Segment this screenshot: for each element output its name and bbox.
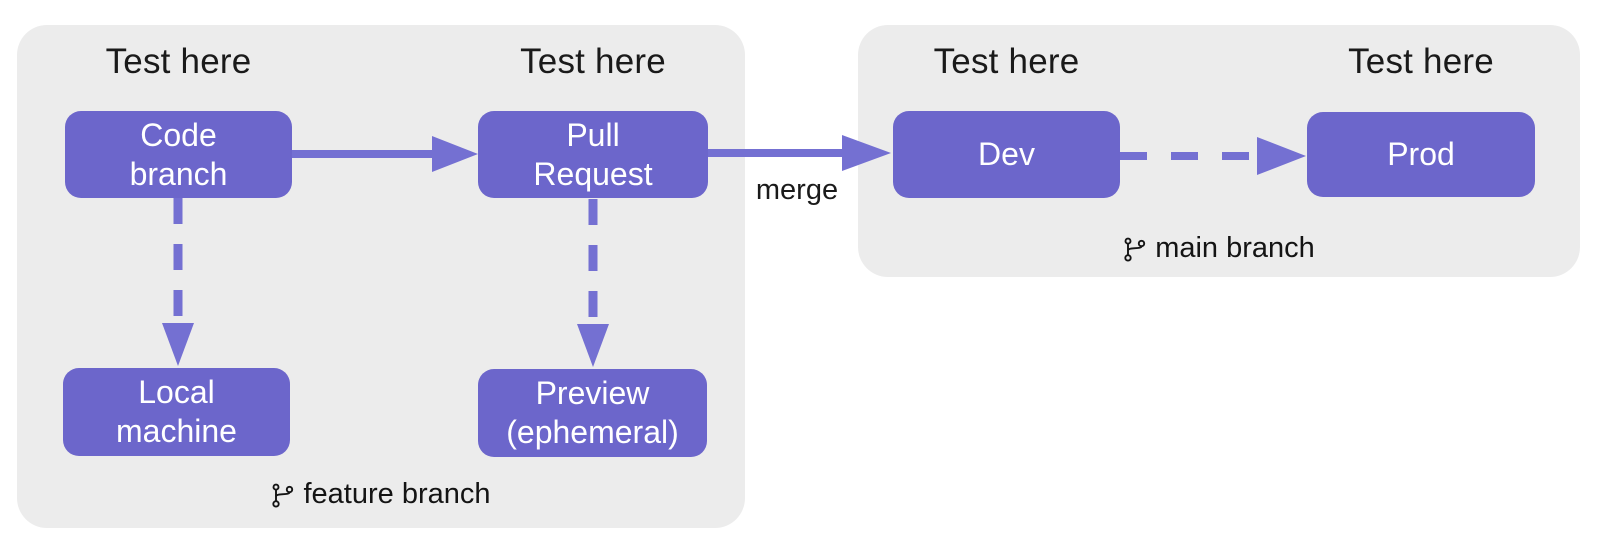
node-preview: Preview (ephemeral) [478,369,707,457]
git-branch-icon [1124,237,1146,262]
feature-branch-caption: feature branch [17,474,745,514]
main-branch-caption-text: main branch [1155,231,1315,264]
node-code-branch: Code branch [65,111,292,198]
node-dev: Dev [893,111,1120,198]
node-pull-request: Pull Request [478,111,708,198]
main-branch-caption: main branch [858,228,1580,268]
test-here-label-dev: Test here [933,42,1080,81]
git-branch-icon [272,483,294,508]
test-here-label-pull-request: Test here [520,42,666,81]
node-local-machine: Local machine [63,368,290,456]
node-prod: Prod [1307,112,1535,197]
merge-edge-label: merge [755,174,839,206]
test-here-label-prod: Test here [1348,42,1494,81]
test-here-label-code-branch: Test here [105,42,252,81]
feature-branch-caption-text: feature branch [303,477,491,510]
